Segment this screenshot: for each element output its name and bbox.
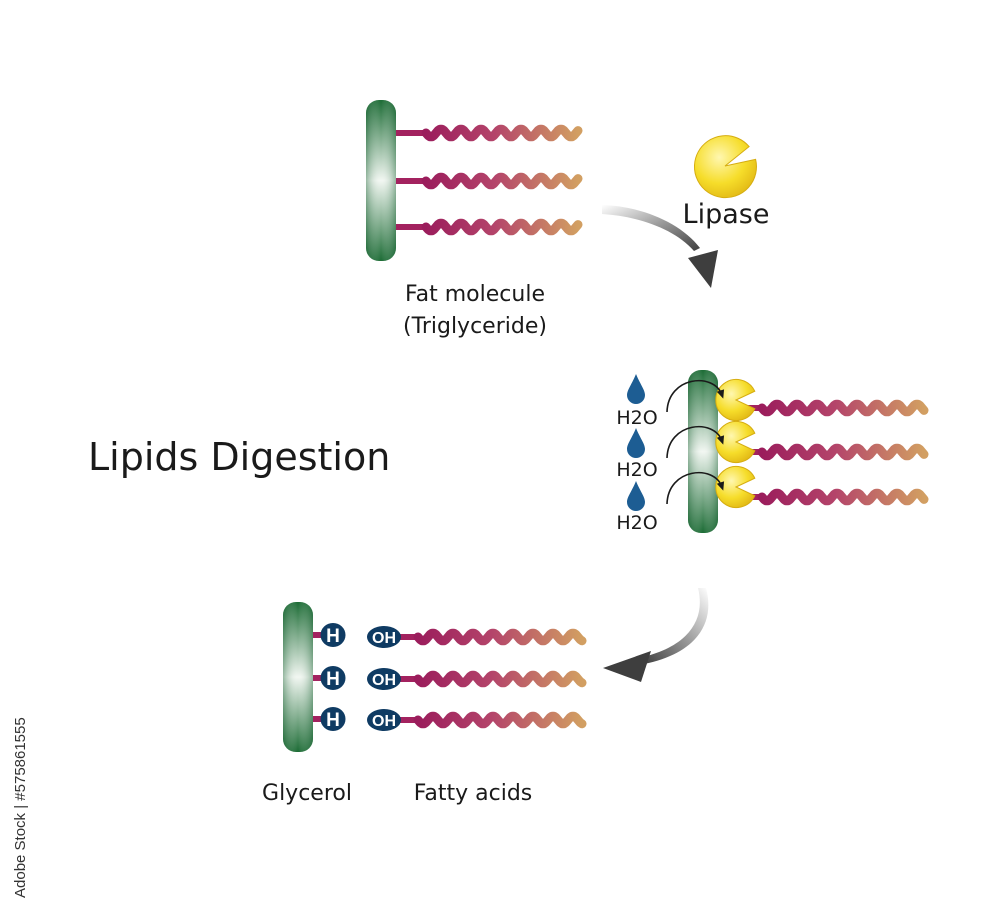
hydroxyl-group: OH: [367, 626, 401, 648]
hydrogen-atom: H: [320, 707, 346, 731]
fatty-acid-chain: [400, 628, 587, 646]
lipase-enzyme: [694, 135, 757, 199]
hydroxyl-group: OH: [367, 709, 401, 731]
fatty-acid-chain: [396, 172, 583, 190]
fatty-acid-products: OH OH OH: [367, 626, 587, 731]
hydrogen-symbol: H: [326, 626, 340, 647]
triglyceride-label: (Triglyceride): [403, 314, 547, 339]
diagram-title: Lipids Digestion: [88, 435, 390, 479]
water-label: H2O: [616, 407, 657, 429]
hydrolysis-complex: H2O H2O H2O: [616, 370, 929, 534]
stock-watermark-id: Adobe Stock | #575861555: [12, 717, 29, 898]
fatty-acid-tail: [421, 124, 583, 142]
hydroxyl-symbol: OH: [372, 672, 396, 689]
hydroxyl-group-shape: [367, 626, 401, 648]
water-attack-arrow: [666, 380, 725, 413]
hydrogen-atom: H: [320, 666, 346, 690]
hydroxyl-group-shape: [367, 668, 401, 690]
fatty-acid-chain: [396, 218, 583, 236]
water-drop-icon: [627, 428, 645, 458]
water-attack-arrow: [666, 426, 725, 459]
fatty-acids-label: Fatty acids: [414, 781, 533, 806]
fatty-acid-tail: [413, 628, 587, 646]
fatty-acid-tail: [413, 670, 587, 688]
lipase-pacman-icon: [694, 135, 757, 199]
water-label: H2O: [616, 459, 657, 481]
fatty-acid-tail: [421, 172, 583, 190]
lipase-bound-icon: [715, 421, 756, 463]
fatty-acid-chain: [742, 399, 929, 417]
glycerol-backbone-shading: [366, 100, 396, 261]
hydrogen-atom-shape: [320, 707, 346, 731]
fatty-acid-tail: [757, 443, 929, 461]
fatty-acid-chain: [400, 670, 587, 688]
water-label: H2O: [616, 512, 657, 534]
glycerol-label: Glycerol: [262, 781, 352, 806]
hydroxyl-symbol: OH: [372, 713, 396, 730]
fatty-acid-tail: [757, 399, 929, 417]
glycerol-product: H H H: [283, 602, 346, 752]
fatty-acid-chain: [400, 711, 587, 729]
glycerol-backbone-shading: [688, 370, 718, 533]
hydroxyl-group-shape: [367, 709, 401, 731]
glycerol-backbone-shading: [283, 602, 313, 752]
water-drop-icon: [627, 374, 645, 404]
lipase-bound-icon: [715, 466, 756, 508]
hydrogen-atom-shape: [320, 623, 346, 647]
fatty-acid-chain: [742, 443, 929, 461]
fatty-acid-chain: [742, 488, 929, 506]
arrow-1-body: [602, 205, 700, 251]
hydrogen-symbol: H: [326, 669, 340, 690]
arrow-1-head: [688, 250, 718, 288]
hydroxyl-symbol: OH: [372, 630, 396, 647]
arrow-2-head: [603, 651, 651, 682]
reaction-arrow-1: [602, 205, 718, 288]
fatty-acid-tail: [413, 711, 587, 729]
reaction-arrow-2: [603, 588, 709, 682]
hydrolysis-fatty-acid-chains: [742, 399, 929, 506]
fatty-acid-tail: [757, 488, 929, 506]
lipase-label: Lipase: [683, 199, 770, 230]
triglyceride-molecule: [366, 100, 583, 261]
fat-molecule-label: Fat molecule: [405, 282, 545, 307]
fatty-acid-chain: [396, 124, 583, 142]
hydrogen-symbol: H: [326, 710, 340, 731]
water-drop-icon: [627, 481, 645, 511]
water-attack-arrow: [666, 472, 725, 505]
triglyceride-fatty-acid-chains: [396, 124, 583, 236]
fatty-acid-tail: [421, 218, 583, 236]
arrow-2-body: [643, 588, 709, 664]
hydrogen-atom-shape: [320, 666, 346, 690]
hydrogen-atom: H: [320, 623, 346, 647]
hydroxyl-group: OH: [367, 668, 401, 690]
lipase-bound-icon: [715, 379, 756, 421]
